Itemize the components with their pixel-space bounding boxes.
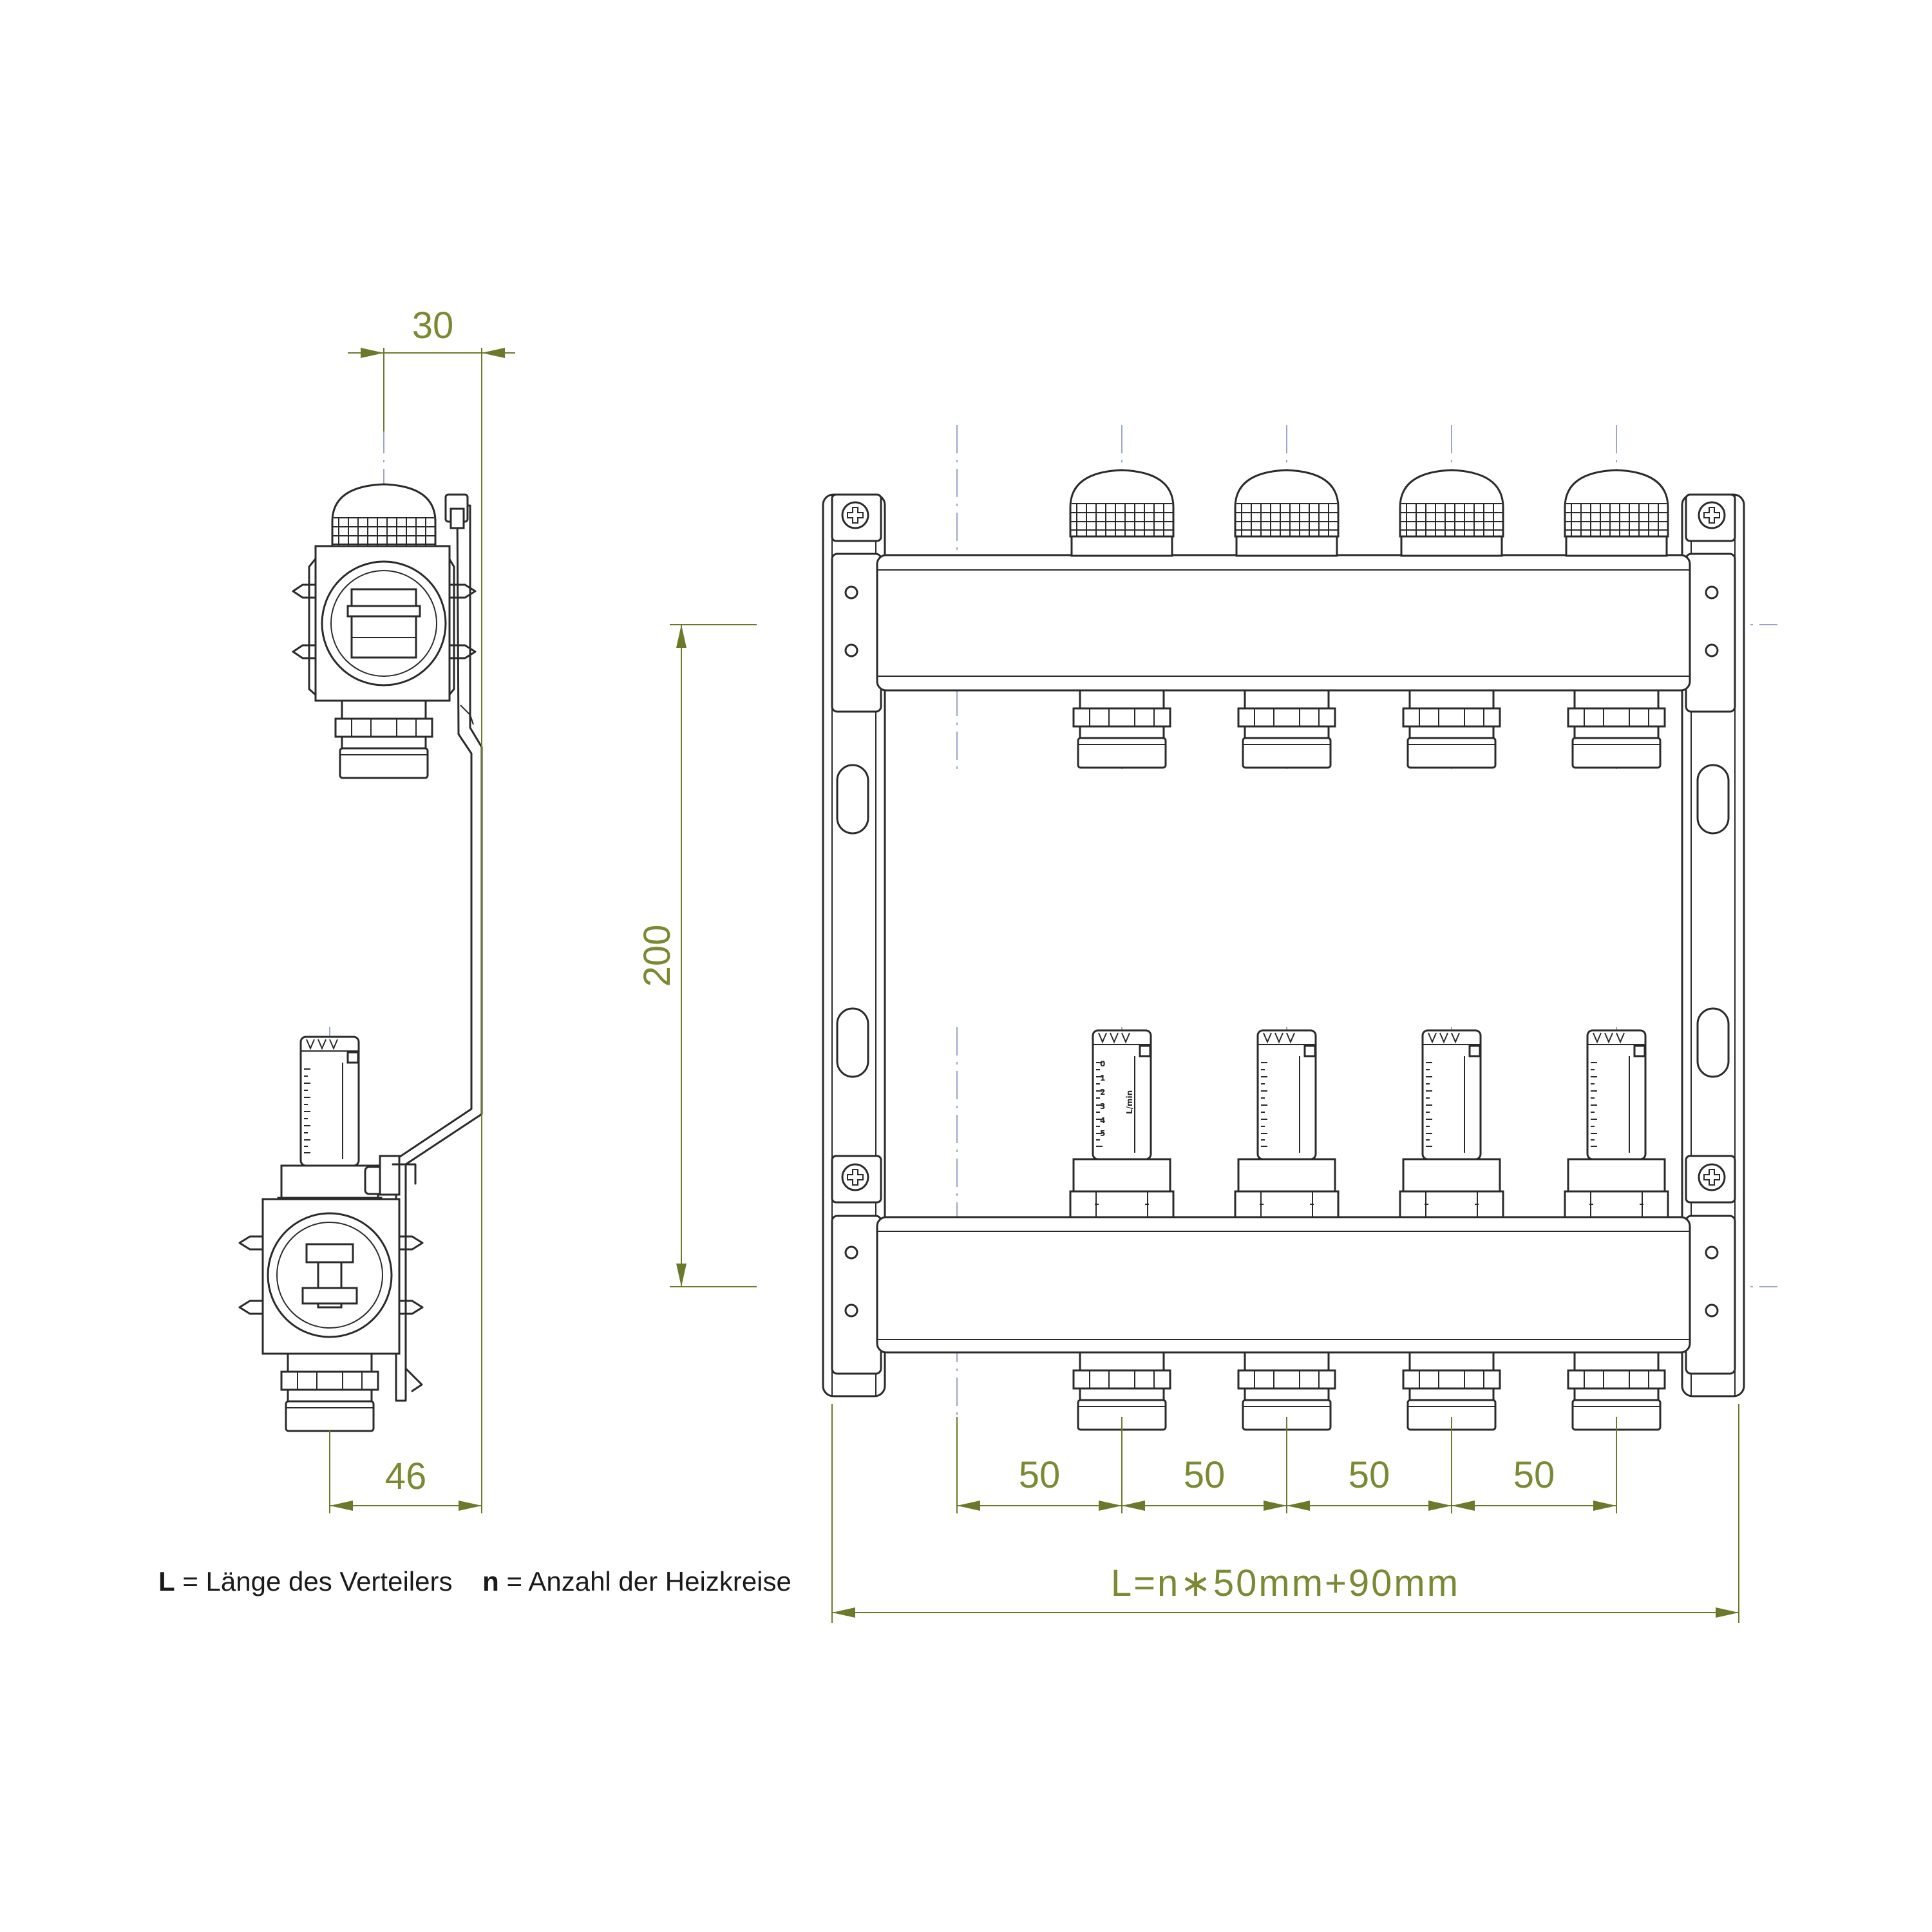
scale-mark-1: 1 xyxy=(1100,1074,1105,1083)
dimension-200: 200 xyxy=(636,624,757,1287)
flowmeter-3 xyxy=(1399,1029,1504,1218)
legend-n-symbol: n xyxy=(482,1566,499,1596)
scale-mark-4: 4 xyxy=(1100,1116,1105,1125)
dimension-total-length: L=n∗50mm+90mm xyxy=(831,1404,1739,1623)
scale-mark-5: 5 xyxy=(1100,1129,1105,1138)
supply-outlet-3 xyxy=(1402,689,1501,769)
spacing-label-1: 50 xyxy=(1019,1454,1061,1496)
legend-l-symbol: L xyxy=(158,1566,175,1596)
legend: L = Länge des Verteilers n = Anzahl der … xyxy=(158,1566,791,1597)
supply-header-bar xyxy=(876,554,1691,692)
dimension-30: 30 xyxy=(348,305,515,1513)
spacing-label-4: 50 xyxy=(1513,1454,1555,1496)
supply-outlet-2 xyxy=(1237,689,1336,769)
valve-cap-3 xyxy=(1399,469,1504,557)
dimension-46-label: 46 xyxy=(385,1455,427,1497)
supply-outlet-4 xyxy=(1567,689,1666,769)
left-bracket xyxy=(822,493,886,1397)
dimension-46: 46 xyxy=(329,1430,482,1513)
scale-mark-3: 3 xyxy=(1100,1102,1105,1111)
supply-outlet-1 xyxy=(1072,689,1171,769)
side-bottom-valve xyxy=(238,1036,424,1432)
valve-cap-4 xyxy=(1564,469,1669,557)
front-view xyxy=(822,425,1777,1443)
side-view xyxy=(238,425,483,1443)
legend-n-text: = Anzahl der Heizkreise xyxy=(506,1566,791,1596)
dimension-30-label: 30 xyxy=(412,305,454,346)
spacing-label-2: 50 xyxy=(1184,1454,1226,1496)
side-top-valve xyxy=(292,483,477,779)
scale-unit: L/min xyxy=(1125,1090,1134,1114)
legend-l-text: = Länge des Verteilers xyxy=(182,1566,453,1596)
flowmeter-1 xyxy=(1069,1029,1175,1218)
scale-mark-2: 2 xyxy=(1100,1088,1105,1097)
flowmeter-scale: 0 1 2 3 4 5 L/min xyxy=(1100,1059,1134,1138)
right-bracket xyxy=(1681,493,1745,1397)
total-length-label: L=n∗50mm+90mm xyxy=(1111,1562,1460,1604)
valve-cap-2 xyxy=(1234,469,1340,557)
flowmeter-4 xyxy=(1564,1029,1669,1218)
dimension-200-label: 200 xyxy=(636,925,678,987)
return-header-bar xyxy=(876,1216,1691,1354)
flowmeter-2 xyxy=(1234,1029,1340,1218)
spacing-label-3: 50 xyxy=(1349,1454,1390,1496)
valve-cap-1 xyxy=(1069,469,1175,557)
dimension-spacing: 50 50 50 50 xyxy=(956,1417,1617,1513)
scale-mark-0: 0 xyxy=(1100,1059,1105,1068)
